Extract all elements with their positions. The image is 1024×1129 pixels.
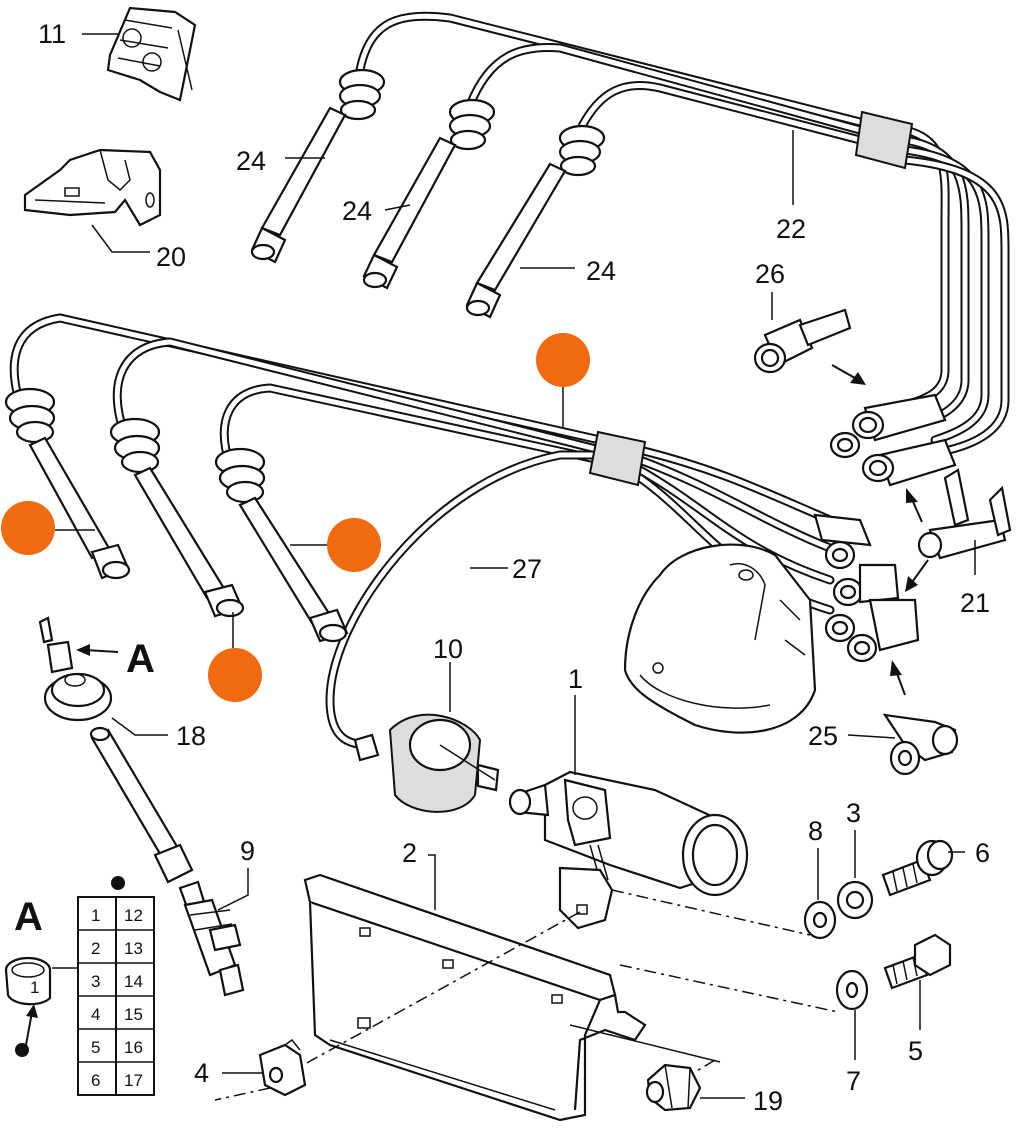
callout-9: 9 (240, 836, 255, 866)
callout-25: 25 (808, 721, 838, 751)
part-20-bracket (23, 148, 162, 227)
callout-26: 26 (755, 259, 785, 289)
leader-20 (91, 224, 150, 253)
part-26 (753, 308, 852, 374)
grid-cell-right: 14 (124, 972, 143, 991)
arrow-21b-head (905, 576, 918, 592)
part-7-washer (835, 969, 869, 1011)
part-10-filter (353, 713, 500, 813)
leader-25 (847, 734, 896, 739)
grid-cell-right: 15 (124, 1005, 143, 1024)
part-5-bolt (883, 933, 952, 990)
detail-letter-bottom: A (14, 895, 43, 939)
callout-4: 4 (194, 1058, 209, 1088)
detail-dot-top (111, 876, 125, 890)
detail-letter-top: A (126, 637, 155, 681)
grid-cell-left: 6 (91, 1071, 100, 1090)
grid-cell-right: 16 (124, 1038, 143, 1057)
grid-cell-right: 12 (124, 906, 143, 925)
part-21-clip (917, 468, 1012, 560)
callout-6: 6 (975, 838, 990, 868)
part-4-clip (258, 1038, 307, 1097)
detail-A-sleeve (4, 956, 52, 1006)
part-18-lead (38, 616, 194, 884)
detail-dot-bottom (15, 1043, 29, 1057)
callout-27: 27 (512, 554, 542, 584)
callout-3: 3 (846, 798, 861, 828)
dashed-line-plate-left (214, 1087, 271, 1101)
callout-2: 2 (402, 838, 417, 868)
grid-cell-left: 3 (91, 972, 100, 991)
distributor-cap (623, 543, 817, 734)
part-8-washer (803, 900, 837, 940)
edge-line-19 (569, 1024, 721, 1063)
grid-cell-left: 4 (91, 1005, 100, 1024)
grid-cell-left: 2 (91, 939, 100, 958)
callout-10: 10 (433, 634, 463, 664)
callout-1: 1 (568, 664, 583, 694)
callout-24-b: 24 (342, 196, 372, 226)
arrow-detail-up-head (26, 1004, 38, 1018)
part-11-clip (106, 6, 197, 102)
highlight-marker-3[interactable] (327, 518, 381, 572)
callout-20: 20 (156, 242, 186, 272)
number-grid (77, 896, 155, 1096)
arrow-25-head (890, 660, 902, 676)
highlight-marker-4[interactable] (208, 648, 262, 702)
arrow-detail-up (25, 1011, 33, 1046)
callout-18: 18 (176, 721, 206, 751)
callout-7: 7 (846, 1066, 861, 1096)
leader-24b (384, 204, 411, 211)
callout-22: 22 (776, 214, 806, 244)
callout-11: 11 (38, 19, 66, 49)
grid-cell-right: 17 (124, 1071, 143, 1090)
callout-24-a: 24 (236, 146, 266, 176)
callout-21: 21 (960, 588, 990, 618)
arrow-26-head (850, 372, 866, 385)
part-9-sensor (178, 880, 245, 997)
callout-24-c: 24 (586, 256, 616, 286)
arrow-A-head (76, 644, 90, 656)
grid-cell-left: 5 (91, 1038, 100, 1057)
arrow-A (84, 649, 119, 653)
dashed-line-coil-nut4 (284, 911, 581, 1076)
grid-cell-right: 13 (124, 939, 143, 958)
top-harness (250, 11, 1010, 487)
part-3-washer (836, 880, 874, 920)
part-1-coil (508, 770, 749, 930)
arrow-21a-head (906, 488, 918, 503)
part-19-nut (645, 1063, 702, 1112)
part-6-bolt (881, 839, 954, 897)
callout-8: 8 (808, 816, 823, 846)
highlight-marker-1[interactable] (536, 333, 590, 387)
leader-2 (428, 854, 436, 910)
lower-harness (4, 313, 920, 750)
grid-cell-left: 1 (91, 906, 100, 925)
part-2-plate (303, 873, 647, 1122)
part-25 (882, 713, 959, 776)
dashed-line-washer8 (611, 889, 811, 936)
callout-5: 5 (908, 1036, 923, 1066)
highlight-marker-2[interactable] (1, 501, 55, 555)
dashed-line-washer7 (619, 964, 839, 1013)
callout-19: 19 (753, 1086, 783, 1116)
detail-marker: 1 (30, 978, 39, 997)
leader-9 (217, 868, 249, 911)
leader-18 (111, 717, 168, 736)
